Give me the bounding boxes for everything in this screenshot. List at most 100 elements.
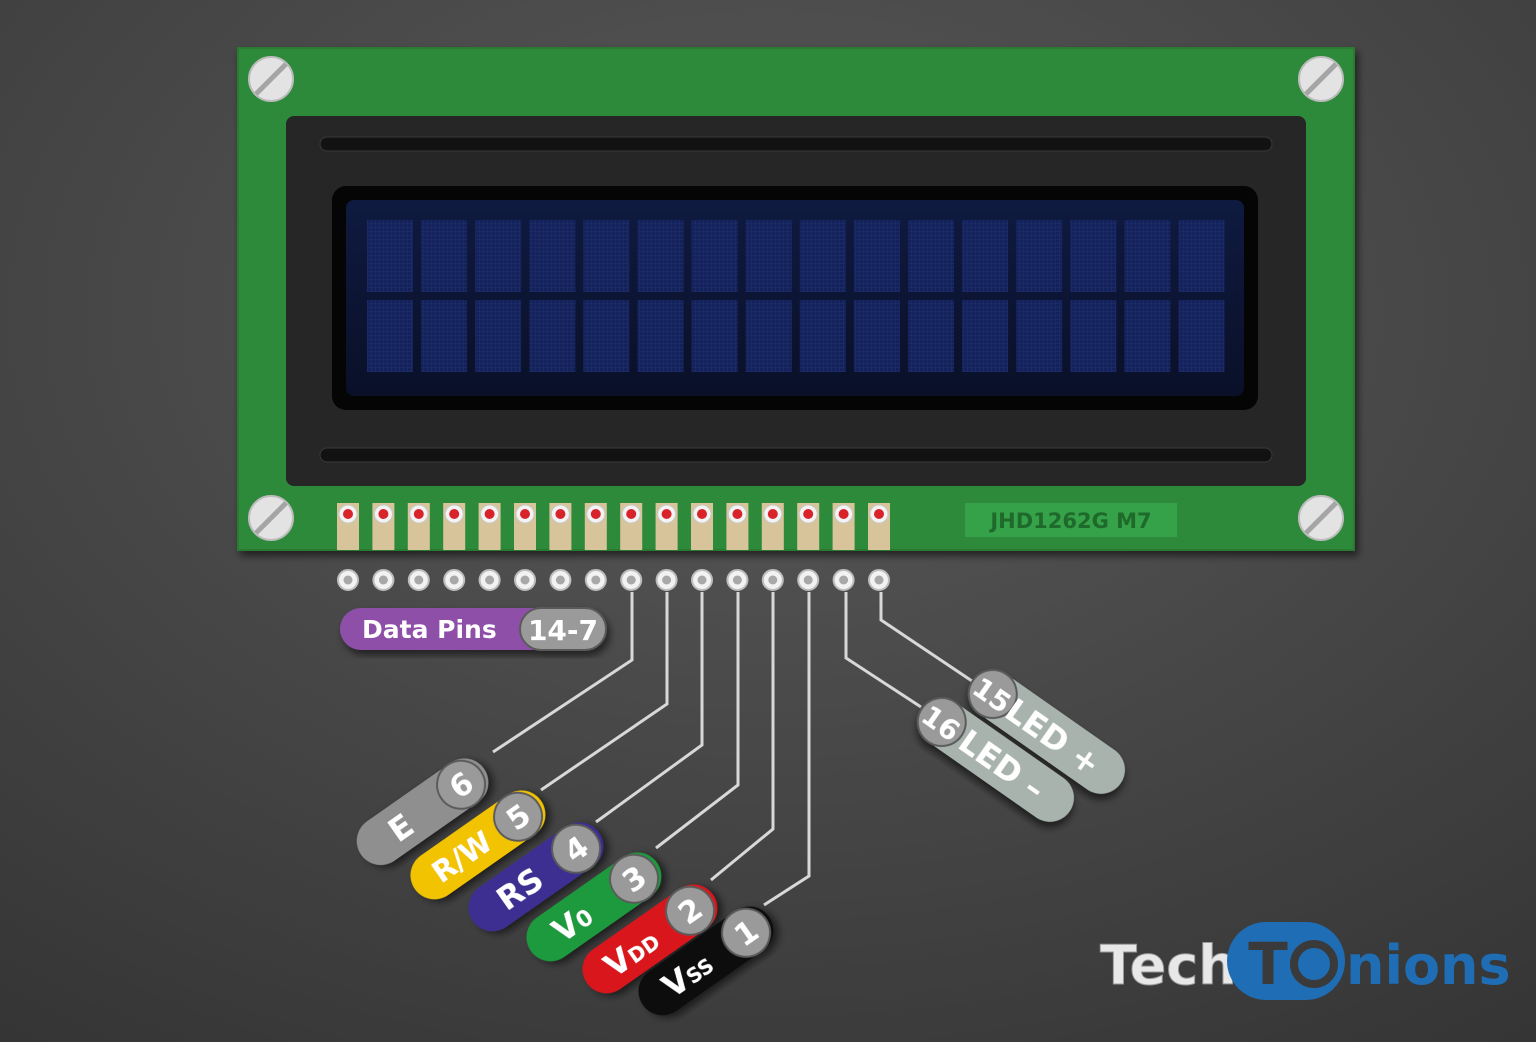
pin-tag-3: 3 V0 xyxy=(526,852,662,962)
pin-dot xyxy=(520,509,530,519)
char-cell xyxy=(908,300,954,372)
led-tag-15-badge xyxy=(967,669,1018,720)
data-pins-range-pill xyxy=(519,607,607,651)
char-cell xyxy=(853,220,900,292)
logo-prefix: Tech xyxy=(1100,934,1237,997)
pin-ring-center xyxy=(343,575,353,585)
pin-ring-center xyxy=(555,575,565,585)
pin-ring-center xyxy=(697,575,707,585)
pin-tag-1: 1 VSS xyxy=(638,906,774,1016)
wire-pin-5 xyxy=(540,592,669,792)
char-cell xyxy=(475,300,522,372)
char-cell xyxy=(853,300,900,372)
screw-top-left-icon xyxy=(248,56,294,102)
char-cell xyxy=(475,220,522,292)
char-cell xyxy=(691,300,738,372)
char-cell xyxy=(962,300,1009,372)
pin-dot xyxy=(449,509,460,519)
pin-dot xyxy=(343,509,353,519)
pin-ring-center xyxy=(485,575,495,585)
char-cell xyxy=(908,220,954,292)
pin-ring-center xyxy=(626,575,636,585)
pin-ring-center xyxy=(874,575,884,585)
pin-dot xyxy=(590,509,601,519)
char-cell xyxy=(637,300,684,372)
logo-suffix: nions xyxy=(1346,934,1511,997)
pin-dot xyxy=(413,509,424,519)
char-cell xyxy=(691,220,738,292)
pin-tag-3-badge xyxy=(609,853,660,904)
char-cell xyxy=(799,300,846,372)
pin-ring-center xyxy=(768,575,778,585)
wire-pin-3 xyxy=(655,592,740,850)
char-cell xyxy=(1070,300,1117,372)
pin-dot xyxy=(838,509,849,519)
wire-pin-2 xyxy=(710,592,775,882)
wire-pin-1 xyxy=(763,592,811,907)
char-cell xyxy=(367,300,413,372)
wire-pin-6 xyxy=(492,592,634,754)
data-pins-range: 14-7 xyxy=(528,614,598,647)
pin-ring-center xyxy=(591,575,601,585)
char-cell xyxy=(421,300,468,372)
pin-dot xyxy=(697,509,707,519)
char-cell xyxy=(1016,300,1063,372)
model-label-box xyxy=(965,503,1177,537)
bezel-slot-top xyxy=(319,136,1273,152)
char-cell xyxy=(529,300,576,372)
char-cell xyxy=(1124,300,1171,372)
pin-tag-2: 2 VDD xyxy=(582,884,718,994)
header-pins xyxy=(337,503,890,550)
char-cell xyxy=(1016,220,1063,292)
pin-dot xyxy=(661,509,672,519)
pin-ring-center xyxy=(414,575,424,585)
pin-dot xyxy=(484,509,495,519)
data-pins-tag: Data Pins 14-7 xyxy=(340,607,607,651)
pin-dot xyxy=(378,509,389,519)
pin-ring-center xyxy=(449,575,459,585)
wire-pin-15 xyxy=(879,592,973,683)
pin-dot xyxy=(555,509,566,519)
pin-wires xyxy=(492,592,973,907)
screw-bottom-right-icon xyxy=(1298,495,1344,541)
wire-pin-4 xyxy=(595,592,704,824)
logo-badge-t: T xyxy=(1248,930,1288,998)
pin-tag-6: 6 E xyxy=(356,758,489,865)
char-cell xyxy=(367,220,413,292)
pin-connector-rings xyxy=(337,569,890,591)
pin-tag-6-badge xyxy=(436,759,487,810)
char-cell xyxy=(1124,220,1171,292)
char-cell xyxy=(745,220,792,292)
char-cell xyxy=(583,220,630,292)
techtonions-logo: Tech TO T nions xyxy=(1100,922,1511,1000)
char-cell xyxy=(583,300,630,372)
pin-tag-2-badge xyxy=(665,885,716,936)
pin-dot xyxy=(732,509,743,519)
char-cell xyxy=(529,220,576,292)
pin-dot xyxy=(767,509,778,519)
screw-bottom-left-icon xyxy=(248,495,294,541)
char-cell xyxy=(799,220,846,292)
char-cell xyxy=(1178,220,1225,292)
char-cell xyxy=(421,220,468,292)
pin-dot xyxy=(874,509,884,519)
pin-tag-1-badge xyxy=(721,907,772,958)
bezel-slot-bottom xyxy=(319,447,1273,463)
pin-tag-5-badge xyxy=(493,791,544,842)
pin-ring-center xyxy=(732,575,742,585)
char-cell xyxy=(745,300,792,372)
char-cell xyxy=(962,220,1009,292)
pin-ring-center xyxy=(803,575,813,585)
pin-ring-center xyxy=(839,575,849,585)
led-tag-16-badge xyxy=(916,697,967,748)
char-cell xyxy=(1178,300,1225,372)
model-label: JHD1262G M7 xyxy=(988,509,1151,533)
logo-badge-o xyxy=(1290,940,1338,988)
pin-ring-center xyxy=(378,575,388,585)
wire-pin-16 xyxy=(844,592,922,709)
pin-ring-center xyxy=(520,575,530,585)
pin-ring-center xyxy=(662,575,672,585)
char-cell xyxy=(637,220,684,292)
pin-dot xyxy=(803,509,814,519)
character-cells xyxy=(367,220,1225,372)
